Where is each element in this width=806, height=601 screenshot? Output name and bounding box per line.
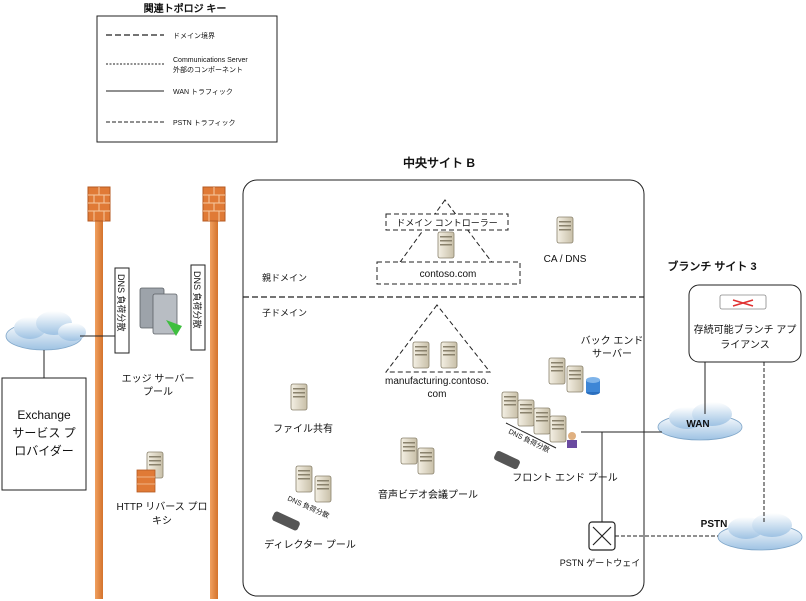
branch-site-box xyxy=(688,284,802,363)
branch-site-title: ブランチ サイト 3 xyxy=(667,259,756,273)
pstn-cloud-icon xyxy=(717,513,803,551)
domain-controller-box xyxy=(385,213,509,231)
director-server-icon-1 xyxy=(295,465,313,493)
http-proxy-label-2: キシ xyxy=(152,516,172,527)
pstn-gateway-icon-cross xyxy=(592,526,612,546)
firewall-left-icon xyxy=(87,186,111,222)
internet-cloud-icon xyxy=(5,311,86,351)
front-end-pool-label: フロント エンド プール xyxy=(512,472,618,484)
back-end-label: バック エンド xyxy=(581,335,644,347)
child-domain-triangle xyxy=(384,304,492,373)
legend-label-domain: ドメイン境界 xyxy=(173,31,215,40)
director-server-icon-2 xyxy=(314,475,332,503)
exchange-label-2: サービス プ xyxy=(12,426,75,440)
domain-controller-server-icon xyxy=(437,231,455,259)
legend-label-external-2: 外部のコンポーネント xyxy=(173,65,243,74)
legend-title: 関連トポロジ キー xyxy=(144,2,227,15)
parent-domain-label: 親ドメイン xyxy=(262,272,307,283)
edge-dns-lb-left: DNS 負荷分散 xyxy=(116,274,127,332)
front-end-server-icon-3 xyxy=(533,407,551,435)
av-server-icon-1 xyxy=(400,437,418,465)
file-share-label: ファイル共有 xyxy=(273,422,333,435)
http-proxy-label: HTTP リバース プロ xyxy=(117,501,208,513)
wan-cloud-icon xyxy=(657,402,743,441)
legend-label-external: Communications Server xyxy=(173,57,248,64)
child-domain-label: 子ドメイン xyxy=(262,308,307,318)
av-pool-label: 音声ビデオ会議プール xyxy=(378,488,478,501)
parent-domain-name: contoso.com xyxy=(420,269,477,280)
front-end-server-icon-4 xyxy=(549,415,567,443)
av-server-icon-2 xyxy=(417,447,435,475)
edge-dns-lb-right-box xyxy=(190,264,206,351)
child-domain-name: manufacturing.contoso. xyxy=(385,376,489,387)
edge-pool-label: エッジ サーバー xyxy=(122,373,195,385)
wan-label: WAN xyxy=(686,419,709,430)
branch-appliance-label: 存続可能ブランチ アプ xyxy=(694,323,797,336)
branch-appliance-label-2: ライアンス xyxy=(720,339,769,351)
front-end-bracket xyxy=(505,422,557,449)
back-end-server-icon-2 xyxy=(566,365,584,393)
child-domain-server-icon-2 xyxy=(440,341,458,369)
firewall-pole-right xyxy=(210,215,218,599)
load-balancer-device-icon xyxy=(494,450,520,470)
child-domain-server-icon-1 xyxy=(412,341,430,369)
ca-dns-label: CA / DNS xyxy=(544,254,587,265)
director-load-balancer-icon xyxy=(272,511,300,531)
front-end-server-icon-2 xyxy=(517,399,535,427)
front-end-server-icon-1 xyxy=(501,391,519,419)
director-pool-label: ディレクター プール xyxy=(264,538,356,551)
child-domain-name-2: com xyxy=(428,389,447,400)
central-site-box xyxy=(242,179,645,597)
user-icon-body xyxy=(567,440,577,448)
firewall-pole-left xyxy=(95,215,103,599)
ca-dns-server-icon xyxy=(556,216,574,244)
edge-dns-lb-right: DNS 負荷分散 xyxy=(192,271,203,329)
exchange-label-3: ロバイダー xyxy=(14,443,74,458)
back-end-server-icon-1 xyxy=(548,357,566,385)
back-end-label-2: サーバー xyxy=(592,348,632,360)
exchange-label: Exchange xyxy=(17,408,71,422)
legend-label-wan: WAN トラフィック xyxy=(173,88,233,96)
central-site-title: 中央サイト B xyxy=(403,155,475,170)
file-share-server-icon xyxy=(290,383,308,411)
pstn-label: PSTN xyxy=(701,519,728,530)
edge-pool-label-2: プール xyxy=(143,386,173,398)
edge-dns-lb-left-box xyxy=(114,267,130,354)
legend-label-pstn: PSTN トラフィック xyxy=(173,119,235,127)
branch-appliance-icon xyxy=(719,294,767,310)
database-icon-top xyxy=(586,377,600,383)
pstn-gateway-label: PSTN ゲートウェイ xyxy=(560,557,641,568)
edge-server-icon xyxy=(139,287,182,336)
firewall-right-icon xyxy=(202,186,226,222)
parent-domain-name-box xyxy=(376,261,521,285)
domain-controller-label: ドメイン コントローラー xyxy=(396,218,498,228)
user-icon xyxy=(568,432,576,440)
legend-box xyxy=(96,15,278,143)
exchange-box xyxy=(1,377,87,491)
http-proxy-icon xyxy=(136,451,164,493)
database-icon-body xyxy=(586,380,600,392)
